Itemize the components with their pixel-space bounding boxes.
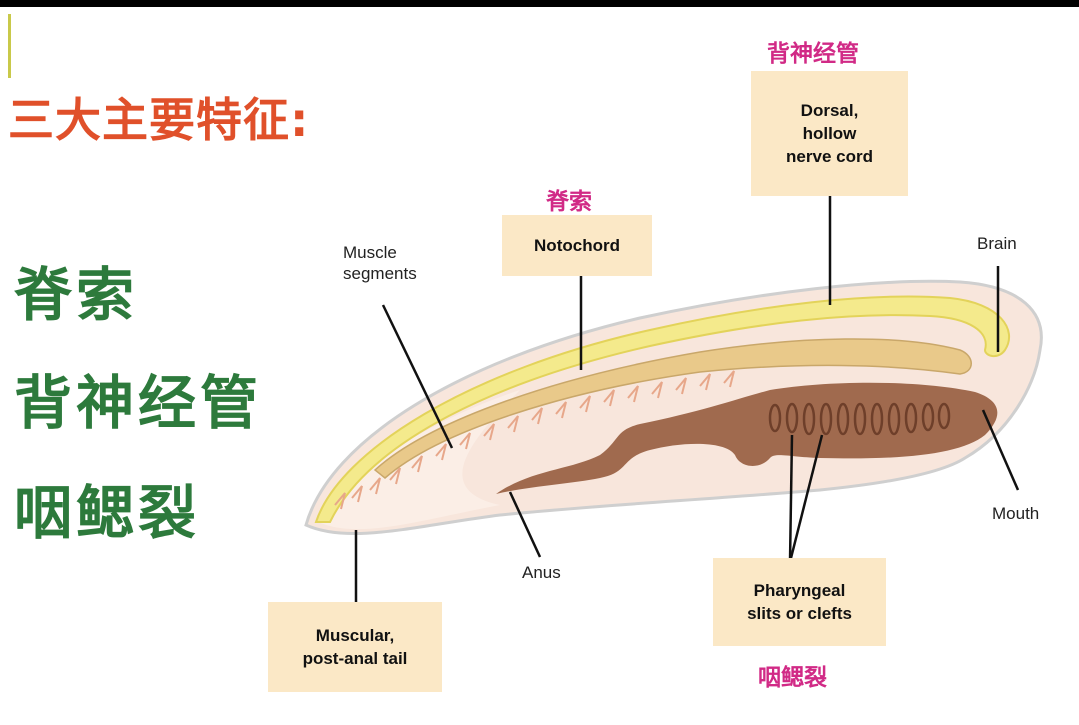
box-pharyngeal: Pharyngeal slits or clefts — [713, 558, 886, 646]
feature-nerve-cord: 背神经管 — [14, 369, 263, 437]
label-brain: Brain — [977, 234, 1017, 253]
nerve-cord-shape — [314, 295, 1011, 523]
accent-line — [8, 14, 11, 78]
leader-anus — [508, 491, 542, 558]
label-mouth: Mouth — [992, 504, 1040, 523]
notochord-shape — [373, 338, 972, 479]
feature-pharyngeal-slits: 咽鳃裂 — [14, 479, 201, 547]
top-border — [0, 0, 1079, 7]
feature-notochord: 脊索 — [14, 261, 139, 329]
leader-slit-b — [788, 434, 824, 563]
cn-label-nerve-cord: 背神经管 — [767, 41, 859, 67]
label-muscle-segments: Muscle segments — [343, 243, 417, 283]
box-nerve-cord: Dorsal, hollow nerve cord — [751, 71, 908, 196]
leader-muscle — [381, 304, 454, 449]
leader-mouth — [981, 409, 1020, 491]
box-tail: Muscular, post-anal tail — [268, 602, 442, 692]
pharyngeal-slits — [768, 402, 951, 436]
leader-slit-a — [788, 434, 794, 563]
muscle-segments — [334, 370, 735, 510]
cn-label-pharyngeal: 咽鳃裂 — [758, 665, 827, 691]
leader-lines — [354, 196, 1020, 602]
label-anus: Anus — [522, 563, 561, 582]
slide-heading: 三大主要特征: — [8, 93, 310, 147]
box-notochord: Notochord — [502, 215, 652, 276]
cn-label-notochord: 脊索 — [546, 189, 592, 215]
